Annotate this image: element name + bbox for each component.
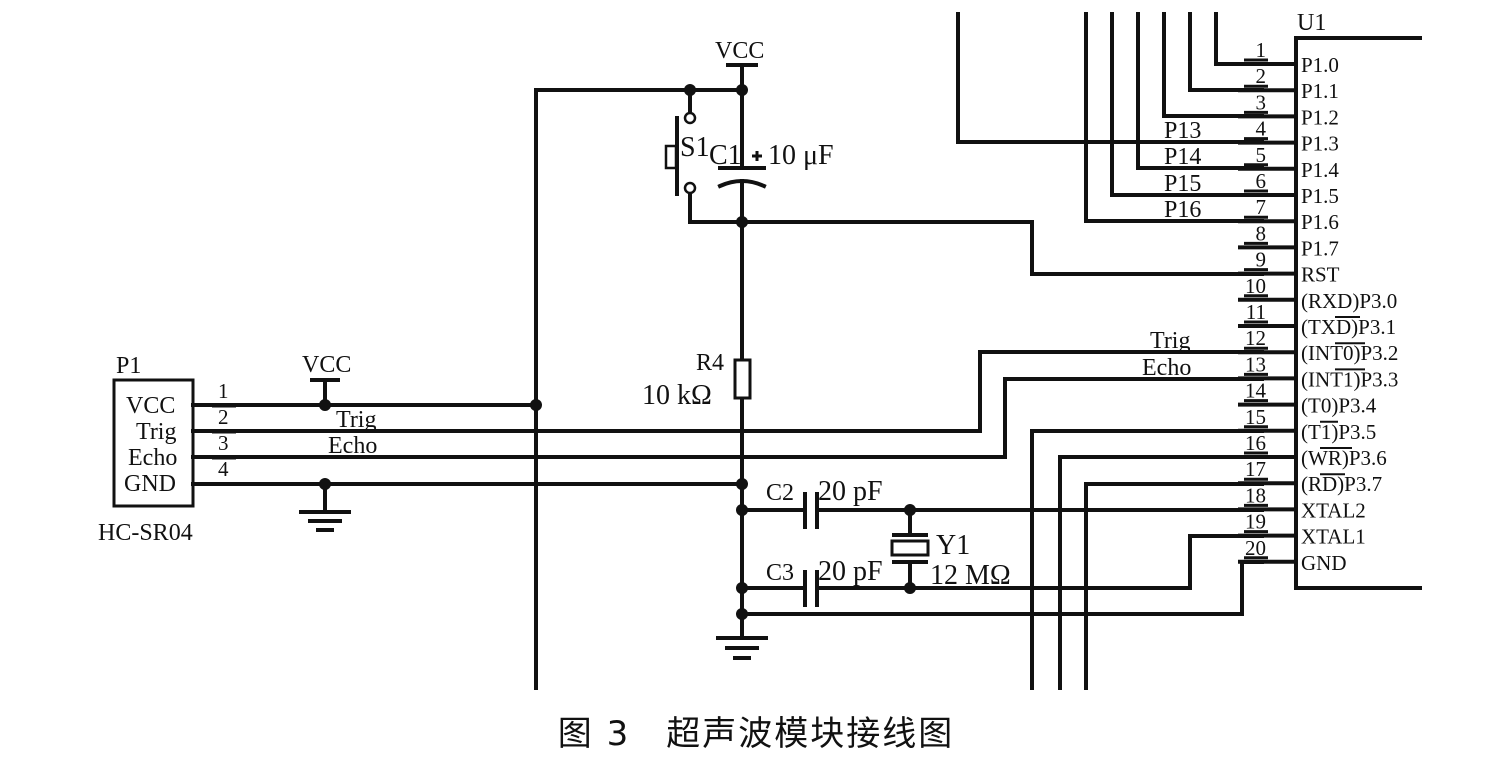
c1-ref: C1	[709, 140, 742, 171]
u1-pin-11-number: 11	[1246, 300, 1266, 324]
u1-pin-8-number: 8	[1256, 221, 1267, 245]
u1-pin-13-name: (INT1)P3.3	[1301, 367, 1398, 391]
u1-pin-5-name: P1.4	[1301, 158, 1339, 182]
r4-ref: R4	[696, 350, 724, 376]
u1-pin-14-name: (T0)P3.4	[1301, 394, 1377, 418]
ground-symbol-bottom	[716, 636, 768, 660]
u1-pin-5-number: 5	[1256, 143, 1267, 167]
u1-pin-1-name: P1.0	[1301, 53, 1339, 77]
u1-pin-19-name: XTAL1	[1301, 525, 1366, 549]
u1-pin-3-name: P1.2	[1301, 105, 1339, 129]
crystal-section: C2 20 pF C3 20 pF Y1 12 MΩ	[736, 476, 1264, 640]
p1-pin-num-4: 4	[218, 457, 229, 481]
u1-pin-4-number: 4	[1256, 117, 1267, 141]
u1-pin-15-number: 15	[1245, 405, 1266, 429]
mcu-u1: U1 1P1.0 2P1.1 3P1.2 4P1.3 5P1.4 6P1.5 7P1.6 8P…	[1238, 10, 1422, 590]
p1-connector: P1 HC-SR04 VCC Trig Echo GND 1 2 3 4	[98, 353, 236, 546]
u1-pin-12-name: (INT0)P3.2	[1301, 341, 1398, 365]
p16-net-label: P16	[1164, 197, 1201, 223]
resistor-r4: R4 10 kΩ	[642, 350, 752, 411]
p1-pin-name-4: GND	[124, 471, 176, 497]
c2-ref: C2	[766, 480, 794, 506]
vcc-symbol-p1: VCC	[302, 352, 351, 411]
vcc-symbol-top: VCC	[715, 38, 764, 92]
u1-pin-13-number: 13	[1245, 352, 1266, 376]
p1-part-name: HC-SR04	[98, 520, 193, 546]
reset-switch-s1: S1	[664, 88, 710, 224]
u1-pin-7-name: P1.6	[1301, 210, 1339, 234]
p1-wires: Trig Echo Trig Echo	[191, 328, 1264, 486]
p1-pin-num-2: 2	[218, 405, 229, 429]
u1-pin-6-name: P1.5	[1301, 184, 1339, 208]
vcc-label-top: VCC	[715, 38, 764, 64]
ground-symbol-p1	[299, 478, 351, 532]
c3-ref: C3	[766, 560, 794, 586]
u1-pin-18-name: XTAL2	[1301, 498, 1366, 522]
p15-net-label: P15	[1164, 171, 1201, 197]
u1-pin-17-name: (RD)P3.7	[1301, 472, 1382, 496]
port1-bus: P13 P14 P15 P16	[956, 12, 1264, 223]
figure-caption: 图 3 超声波模块接线图	[557, 714, 955, 754]
u1-pin-8-name: P1.7	[1301, 236, 1339, 260]
p1-pin-name-1: VCC	[126, 393, 175, 419]
c3-value: 20 pF	[818, 556, 883, 587]
u1-pin-9-number: 9	[1256, 248, 1267, 272]
u1-pin-19-number: 19	[1245, 510, 1266, 534]
c2-value: 20 pF	[818, 476, 883, 507]
u1-pins: 1P1.0 2P1.1 3P1.2 4P1.3 5P1.4 6P1.5 7P1.6 8P1.7…	[1238, 38, 1398, 575]
u1-pin-20-number: 20	[1245, 536, 1266, 560]
trig-net-label: Trig	[336, 407, 376, 433]
u1-pin-3-number: 3	[1256, 90, 1267, 114]
port3-down-wires	[1030, 429, 1264, 690]
u1-pin-16-name: (WR)P3.6	[1301, 446, 1387, 470]
u1-pin-1-number: 1	[1256, 38, 1267, 62]
u1-pin-9-name: RST	[1301, 263, 1340, 287]
trig-net-label-u1: Trig	[1150, 328, 1190, 354]
u1-pin-15-name: (T1)P3.5	[1301, 420, 1376, 444]
u1-pin-2-name: P1.1	[1301, 79, 1339, 103]
s1-ref: S1	[680, 132, 710, 163]
r4-value: 10 kΩ	[642, 380, 712, 411]
u1-pin-14-number: 14	[1245, 379, 1267, 403]
p1-pin-name-2: Trig	[136, 419, 176, 445]
p1-pin-name-3: Echo	[128, 445, 177, 471]
y1-value: 12 MΩ	[930, 560, 1011, 591]
capacitor-c1: C1 10 μF	[709, 88, 834, 486]
vcc-bus	[530, 84, 748, 690]
p1-ref: P1	[116, 353, 141, 379]
p1-pin-num-1: 1	[218, 379, 229, 403]
u1-pin-12-number: 12	[1245, 326, 1266, 350]
c1-value: 10 μF	[768, 140, 834, 171]
u1-pin-6-number: 6	[1256, 169, 1267, 193]
echo-net-label-u1: Echo	[1142, 355, 1191, 381]
u1-pin-4-name: P1.3	[1301, 132, 1339, 156]
u1-pin-10-name: (RXD)P3.0	[1301, 289, 1397, 313]
u1-pin-20-name: GND	[1301, 551, 1347, 575]
p1-pin-num-3: 3	[218, 431, 229, 455]
u1-ref: U1	[1297, 10, 1326, 36]
p14-net-label: P14	[1164, 144, 1201, 170]
reset-net	[688, 216, 1264, 276]
vcc-label-p1: VCC	[302, 352, 351, 378]
u1-pin-18-number: 18	[1245, 483, 1266, 507]
echo-net-label: Echo	[328, 433, 377, 459]
p13-net-label: P13	[1164, 118, 1201, 144]
u1-pin-16-number: 16	[1245, 431, 1266, 455]
u1-pin-17-number: 17	[1245, 457, 1266, 481]
circuit-schematic: P1 HC-SR04 VCC Trig Echo GND 1 2 3 4 Tri…	[98, 10, 1422, 690]
u1-pin-7-number: 7	[1256, 195, 1267, 219]
u1-pin-11-name: (TXD)P3.1	[1301, 315, 1396, 339]
u1-pin-2-number: 2	[1256, 64, 1267, 88]
y1-ref: Y1	[936, 530, 970, 561]
u1-pin-10-number: 10	[1245, 274, 1266, 298]
